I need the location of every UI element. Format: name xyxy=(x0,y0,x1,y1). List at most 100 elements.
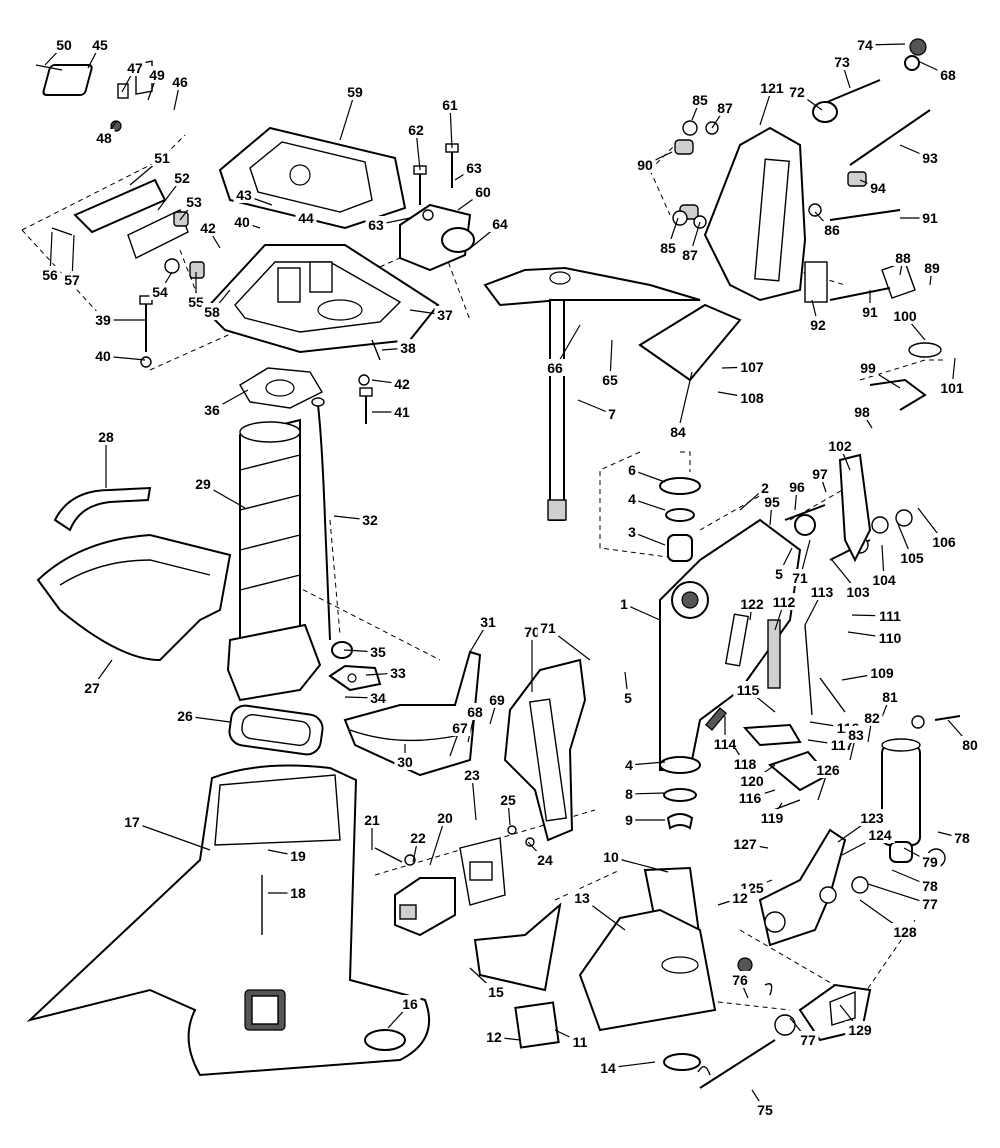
label-backdrop xyxy=(295,209,317,226)
exhaust-housing-17 xyxy=(26,764,430,1077)
label-backdrop xyxy=(569,1033,591,1050)
part-callout-64: 64 xyxy=(467,215,511,251)
part-callout-34: 34 xyxy=(344,689,389,706)
part-number: 48 xyxy=(96,130,112,146)
part-number: 49 xyxy=(149,67,165,83)
label-backdrop xyxy=(497,791,519,808)
label-backdrop xyxy=(919,149,941,166)
label-backdrop xyxy=(394,753,416,770)
part-callout-6: 6 xyxy=(625,461,666,483)
part-callout-15: 15 xyxy=(469,967,507,1000)
label-backdrop xyxy=(121,813,143,830)
part-number: 10 xyxy=(603,849,619,865)
part-callout-102: 102 xyxy=(825,437,855,471)
part-number: 43 xyxy=(236,187,252,203)
part-number: 97 xyxy=(812,466,828,482)
label-backdrop xyxy=(813,761,843,778)
part-callout-67: 67 xyxy=(449,719,471,757)
part-number: 8 xyxy=(625,786,633,802)
label-backdrop xyxy=(737,389,767,406)
part-callout-91: 91 xyxy=(859,290,881,320)
label-backdrop xyxy=(879,688,901,705)
part-number: 15 xyxy=(488,984,504,1000)
part-callout-115: 115 xyxy=(733,681,776,713)
part-number: 44 xyxy=(298,210,314,226)
label-backdrop xyxy=(769,593,799,610)
part-number: 58 xyxy=(204,304,220,320)
part-callout-8: 8 xyxy=(622,785,666,802)
part-callout-58: 58 xyxy=(201,289,231,320)
label-backdrop xyxy=(483,1028,505,1045)
part-callout-96: 96 xyxy=(786,478,808,511)
label-backdrop xyxy=(919,877,941,894)
label-backdrop xyxy=(344,83,366,100)
part-number: 110 xyxy=(879,630,902,646)
part-number: 128 xyxy=(893,924,917,940)
label-backdrop xyxy=(183,193,205,210)
part-number: 94 xyxy=(870,180,886,196)
part-callout-112: 112 xyxy=(769,593,799,631)
part-number: 61 xyxy=(442,97,458,113)
label-backdrop xyxy=(622,785,636,802)
label-backdrop xyxy=(875,629,905,646)
label-backdrop xyxy=(689,91,711,108)
part-number: 22 xyxy=(410,830,426,846)
part-number: 71 xyxy=(540,620,556,636)
label-backdrop xyxy=(622,756,636,773)
label-backdrop xyxy=(757,79,787,96)
part-callout-92: 92 xyxy=(807,299,829,333)
part-callout-29: 29 xyxy=(192,475,246,509)
part-callout-45: 45 xyxy=(87,36,111,69)
part-number: 127 xyxy=(733,836,757,852)
label-backdrop xyxy=(171,169,193,186)
part-number: 37 xyxy=(437,307,453,323)
part-number: 98 xyxy=(854,404,870,420)
part-number: 28 xyxy=(98,429,114,445)
label-backdrop xyxy=(861,709,883,726)
part-callout-52: 52 xyxy=(157,169,193,211)
label-backdrop xyxy=(367,643,389,660)
part-callout-3: 3 xyxy=(625,523,666,546)
label-backdrop xyxy=(929,533,959,550)
part-number: 68 xyxy=(467,704,483,720)
exhaust-tube-29 xyxy=(226,418,322,702)
part-callout-114: 114 xyxy=(710,716,740,752)
label-backdrop xyxy=(359,511,381,528)
part-callout-85: 85 xyxy=(689,91,711,121)
part-number: 69 xyxy=(489,692,505,708)
part-callout-22: 22 xyxy=(407,829,429,863)
part-callout-86: 86 xyxy=(814,211,843,238)
part-callout-42: 42 xyxy=(197,219,221,249)
part-number: 92 xyxy=(810,317,826,333)
label-backdrop xyxy=(809,465,831,482)
part-callout-20: 20 xyxy=(429,809,456,866)
part-number: 124 xyxy=(868,827,892,843)
part-callout-103: 103 xyxy=(831,559,873,600)
label-backdrop xyxy=(667,423,689,440)
label-backdrop xyxy=(61,271,83,288)
label-backdrop xyxy=(679,246,701,263)
part-number: 73 xyxy=(834,54,850,70)
part-number: 63 xyxy=(466,160,482,176)
stern-bracket-121 xyxy=(703,126,807,302)
part-number: 25 xyxy=(500,792,516,808)
part-callout-33: 33 xyxy=(365,664,409,681)
part-number: 104 xyxy=(872,572,896,588)
label-backdrop xyxy=(919,895,941,912)
part-callout-19: 19 xyxy=(267,847,309,864)
part-callout-11: 11 xyxy=(554,1029,591,1050)
part-callout-40: 40 xyxy=(92,347,146,364)
label-backdrop xyxy=(733,681,763,698)
part-callout-68: 68 xyxy=(919,61,959,83)
part-callout-66: 66 xyxy=(544,324,581,376)
part-number: 91 xyxy=(862,304,878,320)
part-number: 129 xyxy=(848,1022,872,1038)
part-callout-53: 53 xyxy=(179,193,205,221)
label-backdrop xyxy=(399,995,421,1012)
part-number: 34 xyxy=(370,690,386,706)
part-number: 102 xyxy=(828,438,852,454)
part-number: 2 xyxy=(761,480,769,496)
rod-75 xyxy=(697,983,796,1089)
part-callout-107: 107 xyxy=(721,358,767,375)
